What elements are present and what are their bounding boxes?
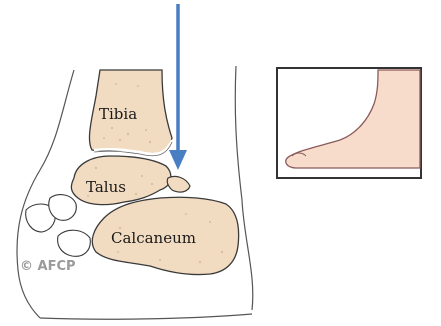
talus-label: Talus [86, 178, 126, 196]
tibia-label: Tibia [99, 105, 137, 123]
midfoot-bones [26, 195, 91, 257]
foot-inset [277, 68, 421, 178]
down-arrow-icon [169, 4, 187, 170]
copyright-text: © AFCP [20, 259, 76, 274]
calcaneum-label: Calcaneum [111, 229, 196, 247]
